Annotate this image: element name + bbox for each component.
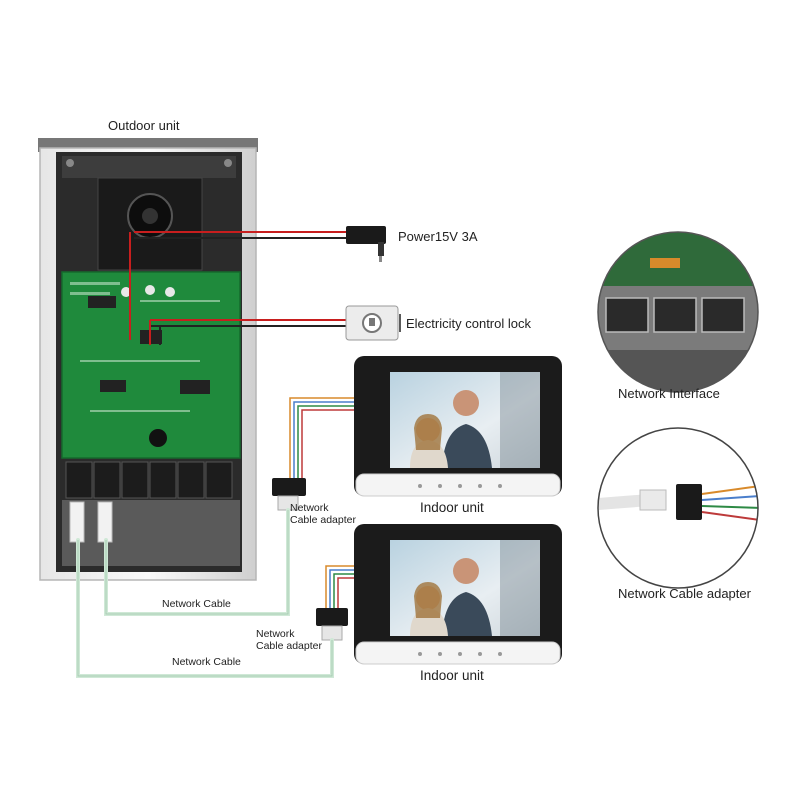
indoor-unit-2	[354, 524, 562, 665]
indoor-unit-1	[354, 356, 562, 497]
outdoor-unit	[38, 138, 258, 581]
outdoor-unit-label: Outdoor unit	[108, 118, 180, 133]
network-cable-adapter-detail	[597, 427, 759, 589]
indoor-unit-1-label: Indoor unit	[420, 500, 484, 515]
rj45-port-icons	[605, 297, 745, 333]
adapter-plug-icon	[676, 484, 702, 520]
power-wire	[129, 231, 346, 340]
adapter-1-label-line1: Network	[290, 502, 329, 514]
electricity-lock-icon	[345, 305, 399, 341]
lock-wire	[149, 319, 346, 345]
lock-label: Electricity control lock	[406, 316, 531, 331]
network-cable-2-label: Network Cable	[172, 656, 241, 668]
adapter-1-label: Network Cable adapter	[290, 502, 356, 526]
indoor-unit-2-label: Indoor unit	[420, 668, 484, 683]
network-interface-label: Network Interface	[618, 386, 720, 401]
ribbon-wire-1	[289, 397, 356, 480]
ribbon-wire-2	[325, 565, 356, 610]
network-cable-1-label: Network Cable	[162, 598, 231, 610]
network-interface-detail	[597, 231, 759, 393]
adapter-1-label-line2: Cable adapter	[290, 514, 356, 526]
network-cable-adapter-label: Network Cable adapter	[618, 586, 751, 601]
cable-adapter-1-icon	[272, 478, 306, 511]
power-adapter-icon	[346, 226, 386, 262]
cable-adapter-2-icon	[316, 608, 348, 641]
plug-2	[97, 501, 113, 543]
power-label: Power15V 3A	[398, 229, 478, 244]
plug-1	[69, 501, 85, 543]
adapter-2-label-line2: Cable adapter	[256, 640, 322, 652]
adapter-2-label-line1: Network	[256, 628, 295, 640]
adapter-2-label: Network Cable adapter	[256, 628, 322, 652]
outdoor-network-ports	[65, 461, 233, 499]
